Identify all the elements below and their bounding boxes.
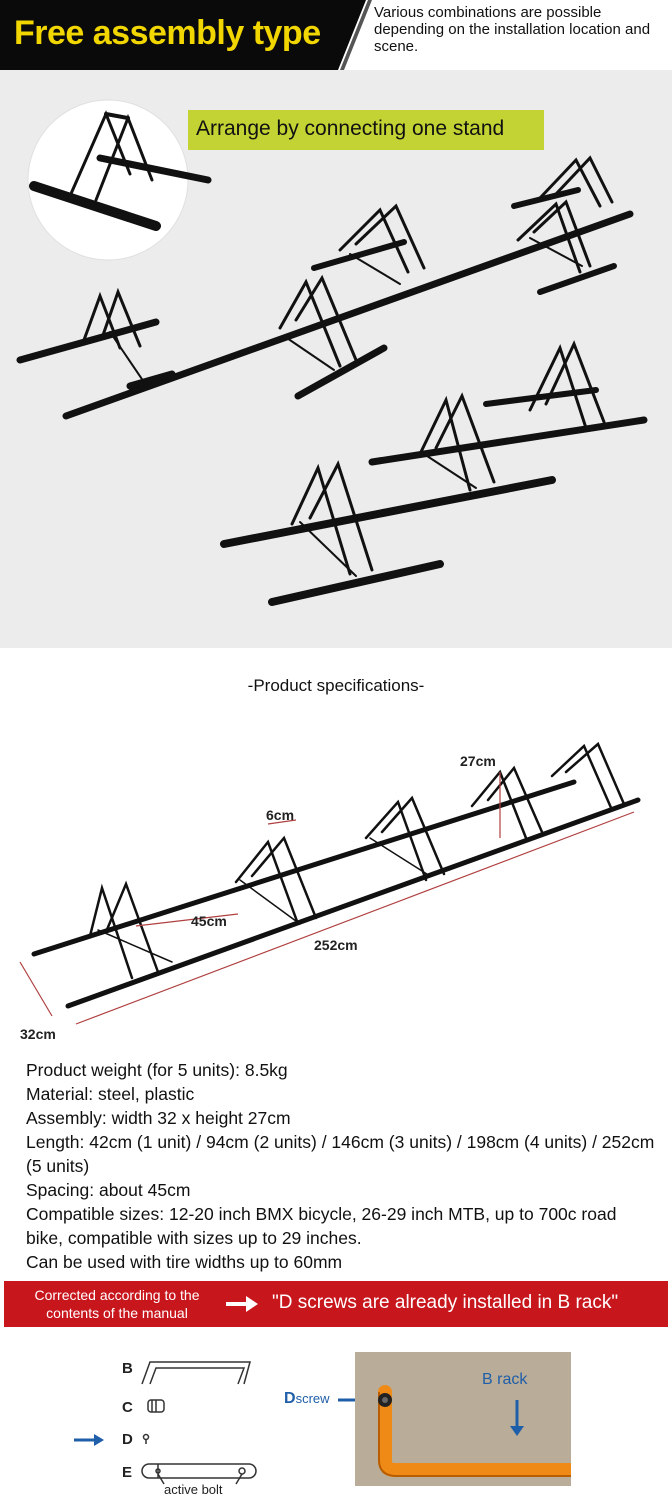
header-description: Various combinations are possible depend…: [374, 4, 651, 55]
header-background: [0, 0, 372, 70]
spec-assembly: Assembly: width 32 x height 27cm: [26, 1108, 291, 1128]
dscrew-label-text: screw: [295, 1391, 330, 1406]
header: Free assembly type Various combinations …: [0, 0, 672, 70]
dimension-label-252cm: 252cm: [314, 937, 358, 953]
bolt-caption: active bolt: [164, 1482, 223, 1497]
b-rack-drawing: [378, 1385, 571, 1477]
part-label-b: B: [122, 1360, 133, 1377]
parts-drawing: [74, 1361, 370, 1485]
spec-heading: -Product specifications-: [247, 676, 425, 695]
dimension-label-45cm: 45cm: [191, 913, 227, 929]
spec-spacing: Spacing: about 45cm: [26, 1180, 191, 1200]
part-label-e: E: [122, 1464, 133, 1481]
part-label-c: C: [122, 1399, 133, 1416]
dimension-label-32cm: 32cm: [20, 1026, 56, 1042]
arrange-banner: [188, 110, 544, 150]
dimension-label-6cm: 6cm: [266, 807, 295, 823]
spec-material: Material: steel, plastic: [26, 1084, 195, 1104]
dimension-label-27cm: 27cm: [460, 753, 496, 769]
correction-message: "D screws are already installed in B rac…: [272, 1292, 619, 1313]
spec-weight: Product weight (for 5 units): 8.5kg: [26, 1060, 288, 1080]
correction-banner: [4, 1281, 668, 1327]
dscrew-label-prefix: D: [284, 1390, 296, 1407]
spec-list: Product weight (for 5 units): 8.5kg Mate…: [26, 1058, 656, 1274]
spec-tire-width: Can be used with tire widths up to 60mm: [26, 1252, 343, 1272]
dimension-diagram: [0, 710, 672, 1050]
spec-compatible-sizes: Compatible sizes: 12-20 inch BMX bicycle…: [26, 1204, 617, 1248]
dscrew-label: Dscrew: [284, 1390, 330, 1408]
rack-dimension-drawing: [19, 741, 641, 1025]
bike-rack-illustration: [16, 99, 648, 606]
arrow-right-icon: [226, 1296, 258, 1312]
parts-section: [0, 1340, 672, 1498]
b-rack-label: B rack: [482, 1371, 528, 1388]
spec-length: Length: 42cm (1 unit) / 94cm (2 units) /…: [26, 1132, 655, 1176]
arrange-banner-text: Arrange by connecting one stand: [196, 117, 505, 140]
assembly-photo: [0, 70, 672, 648]
correction-note: Corrected according to the contents of t…: [34, 1287, 200, 1321]
b-rack-photo: [355, 1352, 571, 1486]
part-label-d: D: [122, 1431, 133, 1448]
page-title: Free assembly type: [14, 14, 321, 52]
